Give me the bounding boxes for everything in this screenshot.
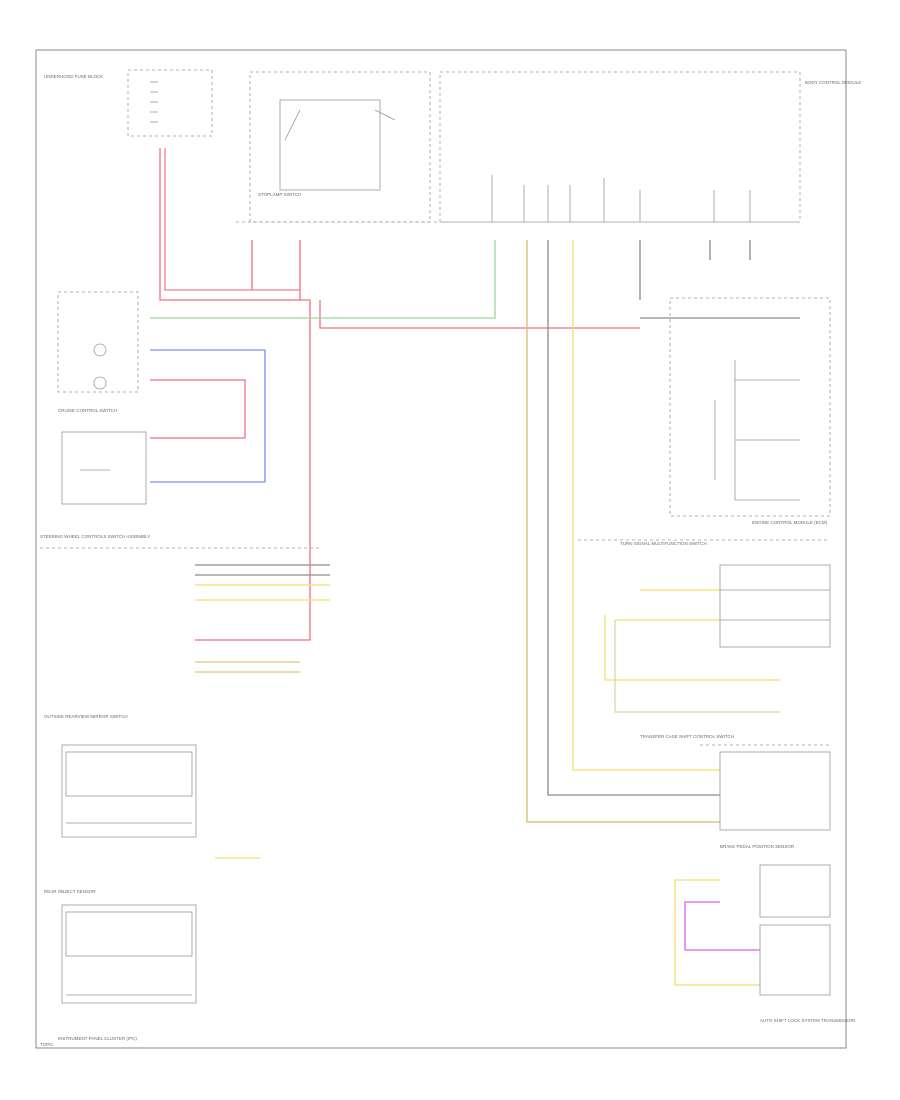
diagram-frame	[35, 49, 847, 1049]
magenta-wire	[684, 901, 760, 951]
body-module-label: BODY CONTROL MODULE	[805, 80, 861, 85]
steering-module-label: STEERING WHEEL CONTROLS SWITCH ASSEMBLY	[40, 534, 150, 539]
bottom-right-note: AUTO SHIFT LOCK SYSTEM TRANSMISSION	[760, 1018, 855, 1023]
outside-mirror-switch: OUTSIDE REARVIEW MIRROR SWITCH	[44, 714, 197, 838]
rear-object-sensor: REAR OBJECT SENSOR	[44, 889, 197, 1004]
outside-mirror-label: OUTSIDE REARVIEW MIRROR SWITCH	[44, 714, 128, 719]
fuse-block: UNDERHOOD FUSE BLOCK	[44, 69, 213, 137]
turn-signal-label: TURN SIGNAL MULTIFUNCTION SWITCH	[620, 541, 707, 546]
rear-sensor-label: REAR OBJECT SENSOR	[44, 889, 96, 894]
yellow-signal-wires	[195, 240, 780, 859]
cruise-switch: CRUISE CONTROL SWITCH	[57, 291, 147, 505]
body-control-module: BODY CONTROL MODULE	[439, 71, 861, 223]
ecm-block: ENGINE CONTROL MODULE (ECM)	[669, 297, 831, 525]
brake-pedal-label: BRAKE PEDAL POSITION SENSOR	[720, 844, 795, 849]
stoplamp-switch: STOPLAMP SWITCH	[249, 71, 431, 223]
corner-tag: TOPIC	[40, 1042, 54, 1047]
green-wire	[150, 240, 496, 319]
transfer-case-switch: TRANSFER CASE SHIFT CONTROL SWITCH	[640, 734, 831, 831]
fuse-block-label: UNDERHOOD FUSE BLOCK	[44, 74, 103, 79]
gray-wires	[195, 240, 800, 796]
ecm-label: ENGINE CONTROL MODULE (ECM)	[752, 520, 828, 525]
brake-pedal-sensor: BRAKE PEDAL POSITION SENSOR	[720, 844, 831, 996]
yellow-short-wire	[674, 879, 760, 986]
transfer-case-label: TRANSFER CASE SHIFT CONTROL SWITCH	[640, 734, 734, 739]
cruise-switch-label: CRUISE CONTROL SWITCH	[58, 408, 117, 413]
blue-wire	[150, 349, 266, 483]
footer-left-label: INSTRUMENT PANEL CLUSTER (IPC)	[58, 1036, 137, 1041]
stoplamp-label: STOPLAMP SWITCH	[258, 192, 301, 197]
red-power-wires	[150, 148, 640, 641]
turn-signal-switch: TURN SIGNAL MULTIFUNCTION SWITCH	[578, 539, 831, 648]
